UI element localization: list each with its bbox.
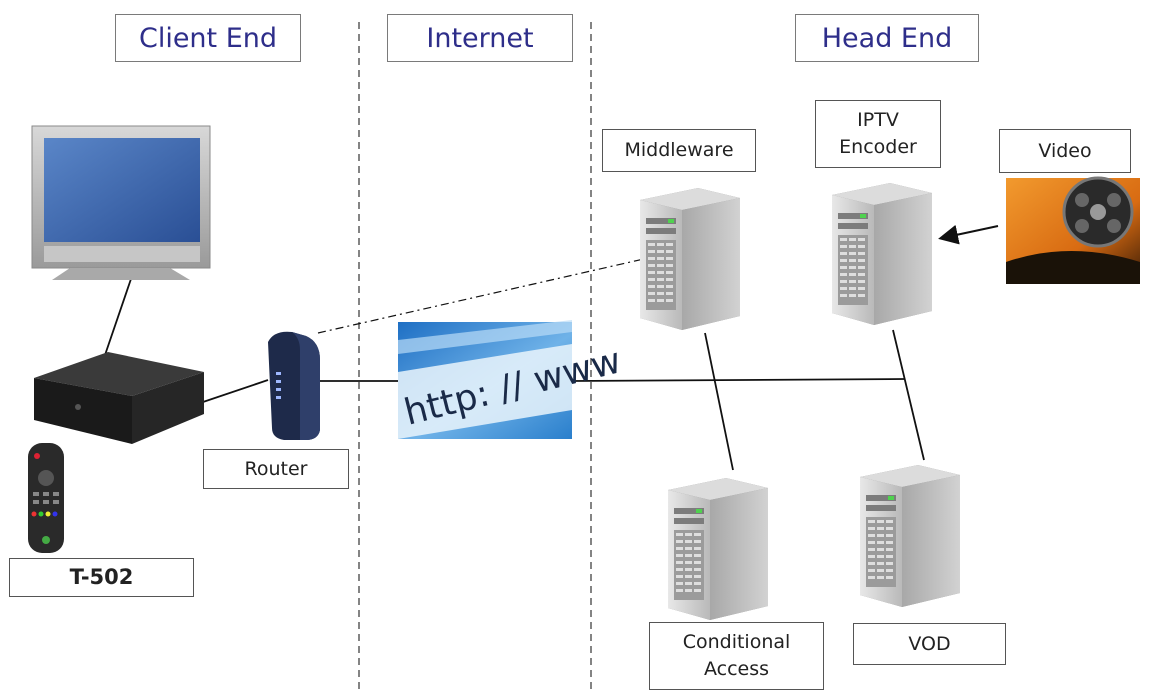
section-head-end-label: Head End [795,14,979,62]
section-internet-label: Internet [387,14,573,62]
set-top-box-icon [34,352,204,444]
encoder-server-icon [832,183,932,325]
vod-server-icon [860,465,960,607]
link-internet-headend [571,378,906,382]
router-icon [268,331,320,440]
vod-label: VOD [853,623,1006,665]
middleware-label: Middleware [602,129,756,172]
tv-icon [31,125,211,280]
remote-control-icon [28,443,64,553]
iptv-encoder-label: IPTV Encoder [815,100,941,168]
link-middleware-ca [704,332,734,471]
arrow-video-encoder [938,224,999,245]
internet-browser-icon: http: // www [398,320,625,439]
video-film-reel-icon [1006,176,1140,284]
conditional-access-server-icon [668,478,768,620]
link-tv-stb [104,275,133,356]
conditional-access-label: Conditional Access [649,622,824,690]
router-label: Router [203,449,349,489]
middleware-server-icon [640,188,740,330]
remote-model-label: T-502 [9,558,194,597]
link-encoder-vod [892,329,925,461]
link-stb-router [202,379,269,403]
link-router-middleware [317,257,649,334]
video-label: Video [999,129,1131,173]
section-client-end-label: Client End [115,14,301,62]
